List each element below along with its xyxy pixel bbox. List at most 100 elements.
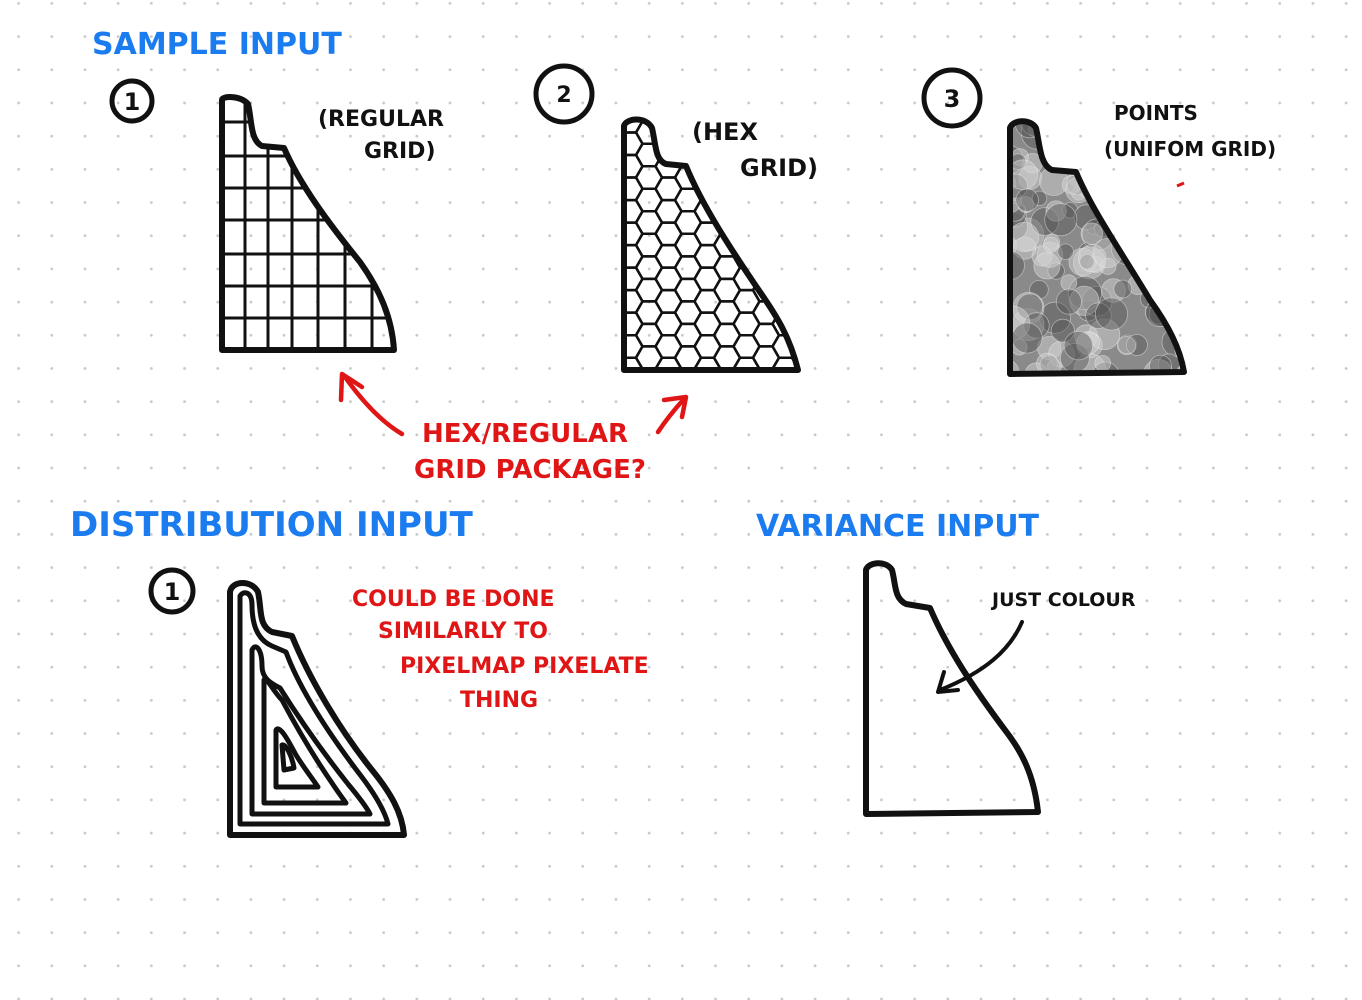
sample-point (1044, 203, 1078, 237)
sample-point (1060, 274, 1078, 292)
hex-cell (790, 119, 798, 123)
sample-point (1076, 331, 1100, 355)
sample-point (1097, 196, 1116, 215)
sample-input-heading: SAMPLE INPUT (92, 27, 342, 62)
distribution-note: COULD BE DONE SIMILARLY TO PIXELMAP PIXE… (352, 587, 649, 713)
sample-point (1114, 180, 1146, 212)
sample-point (1164, 182, 1184, 215)
sample-point (1045, 200, 1067, 222)
distribution-number: 1 (164, 578, 181, 606)
hex-cell (771, 119, 798, 134)
hex-cell (732, 198, 761, 224)
hex-cell (751, 232, 781, 258)
sample-1-label: (REGULAR GRID) (318, 107, 444, 164)
sample-point (1093, 180, 1125, 212)
distribution-note-line-4: THING (460, 688, 538, 713)
distribution-note-line-3: PIXELMAP PIXELATE (400, 654, 649, 679)
hex-cell (636, 392, 662, 415)
sample-point (1039, 354, 1060, 374)
hex-cell (812, 133, 838, 156)
sample-point (1110, 206, 1141, 236)
hex-cell (771, 288, 798, 314)
sample-point (1172, 266, 1184, 288)
hex-cell (771, 131, 798, 157)
sample-point (1033, 252, 1061, 280)
sample-point (1131, 194, 1147, 211)
hex-cell (624, 142, 625, 168)
hex-cell (624, 367, 625, 370)
sample-point (1015, 188, 1039, 212)
hex-cell (812, 358, 838, 381)
sample-point (1088, 318, 1121, 351)
sample-point (1109, 210, 1127, 228)
sample-point (1094, 354, 1111, 372)
grid-note-line-2: GRID PACKAGE? (414, 455, 646, 485)
sample-point (1142, 265, 1169, 292)
hex-cell (812, 380, 838, 403)
sample-point (1159, 264, 1184, 296)
hex-cell (771, 221, 798, 247)
sample-point (1136, 177, 1165, 206)
hex-cell (732, 221, 761, 247)
sample-point (1145, 218, 1162, 235)
hex-cell (693, 153, 722, 179)
hex-cell (771, 243, 798, 269)
sample-point (1050, 143, 1068, 161)
sample-point (1085, 302, 1112, 329)
sample-point (1013, 236, 1037, 260)
sample-3-label: POINTS (UNIFOM GRID) (1104, 101, 1276, 161)
sample-2-label-line-2: GRID) (740, 154, 818, 182)
hex-cell (790, 322, 798, 348)
hex-cell (712, 142, 742, 168)
sample-point (1053, 132, 1083, 162)
hex-cell (773, 403, 799, 426)
hex-cell (771, 266, 798, 292)
hex-cell (771, 198, 798, 224)
hex-cell (624, 277, 625, 303)
hex-cell (812, 403, 838, 426)
arrow-to-hex-grid-icon (655, 394, 689, 435)
hex-cell (790, 120, 798, 146)
hex-cell (695, 380, 721, 403)
sample-point (1055, 288, 1082, 315)
sample-point (1057, 243, 1074, 260)
distribution-note-line-1: COULD BE DONE (352, 587, 555, 612)
sample-3-label-line-1: POINTS (1114, 101, 1198, 125)
sample-2-label: (HEX GRID) (692, 118, 818, 182)
sample-point (1117, 335, 1137, 356)
hex-cell (734, 403, 760, 426)
hex-cell (712, 187, 742, 213)
hex-cell (812, 200, 838, 223)
hex-cell (790, 277, 798, 303)
hex-cell (624, 165, 625, 191)
sample-point (1092, 361, 1120, 374)
sample-point (1117, 334, 1137, 355)
hex-cell (790, 232, 798, 258)
hex-cell (654, 119, 683, 134)
sample-point (1062, 130, 1088, 156)
hex-cell (790, 255, 798, 281)
sample-point (1069, 122, 1104, 157)
hex-cell (773, 380, 799, 403)
sample-point (1050, 318, 1075, 343)
hex-cell (812, 335, 838, 358)
hex-cell (812, 110, 838, 133)
sample-3-number: 3 (944, 85, 961, 113)
hex-cell (812, 245, 838, 268)
variance-shape (863, 560, 1041, 817)
sample-point (1010, 173, 1028, 199)
hex-cell (790, 187, 798, 213)
hex-cell (617, 380, 643, 403)
sample-2-number-badge: 2 (533, 63, 595, 125)
sample-point (1126, 334, 1148, 356)
grid-note-line-1: HEX/REGULAR (422, 419, 628, 449)
sample-point (1042, 236, 1060, 253)
sample-point (1011, 322, 1043, 354)
hex-cell (624, 120, 625, 146)
hex-cell (624, 232, 625, 258)
hex-cell (624, 187, 625, 213)
sample-point (1036, 352, 1059, 374)
sample-point (1010, 221, 1040, 252)
sample-point (1010, 186, 1023, 214)
